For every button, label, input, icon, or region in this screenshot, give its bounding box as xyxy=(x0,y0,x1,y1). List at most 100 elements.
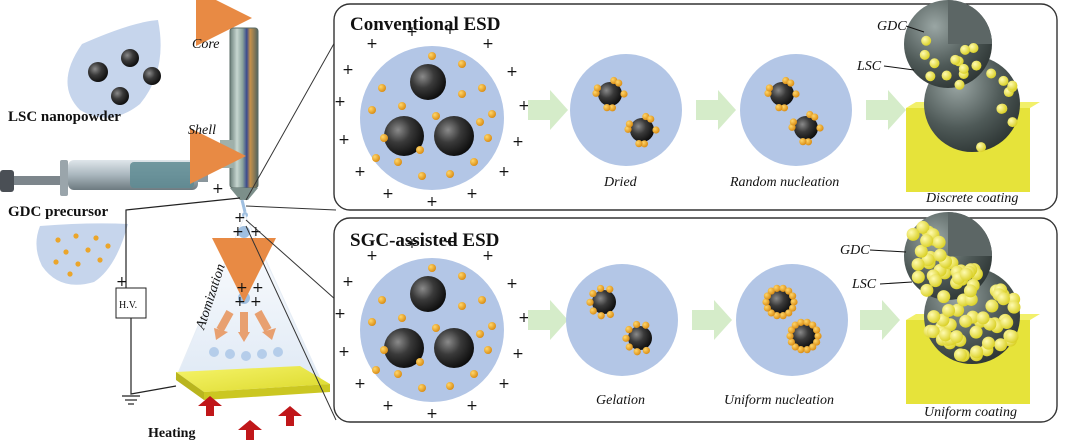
precursor-dot xyxy=(398,102,406,110)
lsc-particle xyxy=(143,67,161,85)
precursor-dot xyxy=(418,172,426,180)
gdc-dot xyxy=(625,343,633,351)
lsc-particle xyxy=(598,82,622,106)
gdc-dot xyxy=(596,284,605,293)
hv-label: H.V. xyxy=(119,300,137,311)
gdc-coating-dot xyxy=(971,60,982,71)
gdc-coating-dot xyxy=(958,63,969,74)
gdc-tag: GDC xyxy=(877,19,907,34)
gdc-coating-dot xyxy=(963,284,977,298)
lsc-particle xyxy=(794,116,818,140)
conventional-steps xyxy=(528,54,906,166)
shell-label: Shell xyxy=(188,123,216,138)
gdc-dot xyxy=(786,332,794,340)
gdc-coating-dot xyxy=(994,338,1008,352)
gdc-dot xyxy=(640,140,649,148)
atomization-cone xyxy=(175,213,321,386)
lsc-tag-bottom: LSC xyxy=(851,277,877,292)
gdc-dot xyxy=(813,326,821,334)
gdc-coating-dot xyxy=(942,303,956,317)
gdc-dot xyxy=(642,321,650,329)
gdc-precursor-droplet xyxy=(36,223,128,285)
charge-plus: + xyxy=(466,398,478,414)
droplet-circle xyxy=(566,264,678,376)
gdc-coating-dot xyxy=(1007,117,1018,128)
gdc-coating-dot xyxy=(920,234,934,248)
gdc-dot xyxy=(652,126,660,134)
cutaway-section xyxy=(948,212,992,256)
lsc-tag: LSC xyxy=(856,59,882,74)
gdc-coating-dot xyxy=(925,71,936,82)
gdc-precursor-dots xyxy=(53,233,111,277)
gdc-coating-dot xyxy=(949,330,963,344)
precursor-dot xyxy=(416,358,424,366)
precursor-dot xyxy=(458,60,466,68)
gdc-dot xyxy=(593,84,601,92)
sgc-esd-panel: SGC-assisted ESD +++++++++++++++ Gelatio… xyxy=(333,212,1058,423)
uniform-nucleation-caption: Uniform nucleation xyxy=(724,393,834,408)
process-arrow xyxy=(528,90,568,130)
gdc-dot xyxy=(625,325,633,334)
precursor-dot xyxy=(378,296,386,304)
gdc-dot xyxy=(787,338,795,346)
lsc-particle xyxy=(792,324,816,348)
charge-plus: + xyxy=(338,344,350,360)
precursor-dot xyxy=(75,261,81,267)
uniform-coating-caption: Uniform coating xyxy=(924,405,1017,420)
gdc-coating-dot xyxy=(950,54,961,65)
syringe xyxy=(0,160,208,196)
discrete-coated-particle xyxy=(904,0,1040,192)
gdc-coating-dot xyxy=(985,299,999,313)
gdc-coating-dot xyxy=(926,325,940,339)
gdc-dot xyxy=(763,292,771,300)
precursor-dot xyxy=(428,52,436,60)
gdc-dot xyxy=(789,118,797,126)
gdc-coating-dot xyxy=(998,75,1009,86)
precursor-dot xyxy=(97,257,103,263)
lsc-particle xyxy=(592,290,616,314)
zoom-line xyxy=(245,39,337,201)
gdc-dot xyxy=(603,104,611,112)
left-setup: LSC nanopowder GDC precursor Core Shell xyxy=(0,0,337,441)
gdc-coating-dot xyxy=(951,303,965,317)
discrete-coating-caption: Discrete coating xyxy=(925,191,1018,206)
lsc-particle xyxy=(88,62,108,82)
gdc-dot xyxy=(642,346,650,355)
heating-label: Heating xyxy=(148,426,195,441)
gdc-coating-dot xyxy=(920,283,934,297)
precursor-dot xyxy=(446,382,454,390)
charge-plus: + xyxy=(354,164,366,180)
gdc-dot xyxy=(789,304,797,312)
precursor-dot xyxy=(484,346,492,354)
gdc-dot xyxy=(809,343,817,351)
svg-text:+: + xyxy=(232,224,244,240)
lsc-particle xyxy=(630,118,654,142)
precursor-dot xyxy=(432,324,440,332)
gdc-dot xyxy=(615,79,623,87)
gdc-coating-dot xyxy=(937,290,951,304)
gdc-coating-dot xyxy=(941,70,952,81)
process-arrow xyxy=(866,90,906,130)
process-arrow xyxy=(692,300,732,340)
svg-text:+: + xyxy=(250,224,262,240)
precursor-dot xyxy=(458,302,466,310)
lsc-particle xyxy=(384,328,424,368)
conventional-esd-title: Conventional ESD xyxy=(350,14,500,35)
uniform-coated-particle xyxy=(904,212,1040,404)
random-nucleation-caption: Random nucleation xyxy=(729,175,839,190)
precursor-dot xyxy=(378,84,386,92)
gdc-coating-dot xyxy=(960,44,971,55)
charge-plus: + xyxy=(366,36,378,52)
gdc-coating-dot xyxy=(970,345,984,359)
charge-plus: + xyxy=(426,194,438,210)
precursor-dot xyxy=(488,110,496,118)
gdc-coating-dot xyxy=(1007,300,1021,314)
precursor-dot xyxy=(476,118,484,126)
gdc-coating-dot xyxy=(938,328,952,342)
charge-plus: + xyxy=(498,376,510,392)
charge-plus: + xyxy=(426,406,438,422)
gdc-dot xyxy=(779,312,787,320)
charge-plus: + xyxy=(342,62,354,78)
gdc-coating-dot xyxy=(976,311,990,325)
gdc-dot xyxy=(767,287,775,295)
